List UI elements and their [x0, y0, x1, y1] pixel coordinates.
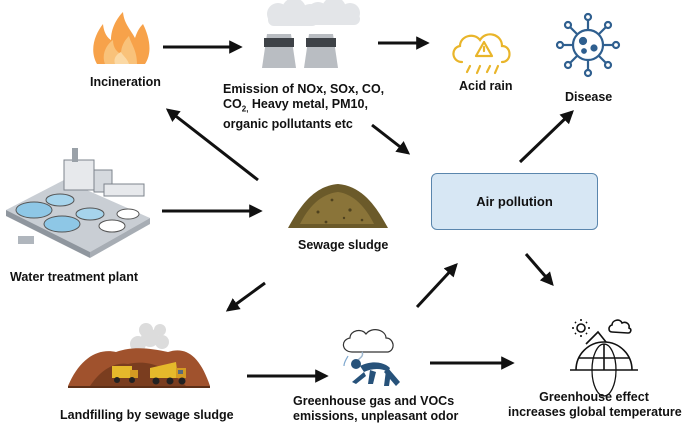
arrow-greenhouse-gas-to-air-pollution — [415, 263, 458, 309]
emission-line-3: organic pollutants etc — [223, 116, 353, 131]
fire-icon — [93, 12, 150, 64]
greenhouse-gas-label: Greenhouse gas and VOCs emissions, unple… — [293, 394, 459, 424]
arrow-sludge-to-incineration — [165, 108, 259, 182]
landfilling-label: Landfilling by sewage sludge — [60, 408, 234, 422]
landfill-truck-icon — [68, 323, 210, 388]
emission-line-1: Emission of NOx, SOx, CO, — [223, 82, 385, 96]
greenhouse-gas-line-2: emissions, unpleasant odor — [293, 409, 459, 423]
greenhouse-effect-label: Greenhouse effect increases global tempe… — [508, 390, 682, 420]
arrow-air-pollution-to-greenhouse-effect — [524, 253, 554, 287]
air-pollution-box: Air pollution — [431, 173, 598, 230]
arrow-sludge-to-landfill — [225, 281, 266, 312]
incineration-label: Incineration — [90, 75, 161, 89]
emission-label: Emission of NOx, SOx, CO, CO2, Heavy met… — [223, 82, 384, 132]
acid-rain-cloud-icon — [452, 33, 511, 75]
air-pollution-label: Air pollution — [476, 194, 553, 209]
factory-chimney-icon — [262, 0, 360, 68]
emission-line-2-rest: Heavy metal, PM10, — [248, 97, 368, 111]
water-treatment-plant-icon — [6, 148, 150, 258]
emission-line-2: CO2, Heavy metal, PM10, — [223, 97, 384, 117]
emission-co2: CO — [223, 97, 242, 111]
greenhouse-gas-line-1: Greenhouse gas and VOCs — [293, 394, 455, 408]
greenhouse-effect-line-1: Greenhouse effect — [539, 390, 649, 404]
virus-icon — [555, 12, 621, 78]
globe-sun-cloud-icon — [570, 319, 638, 397]
sewage-sludge-label: Sewage sludge — [298, 238, 389, 252]
arrow-air-pollution-to-disease — [518, 110, 574, 164]
emission-co2-subscript: 2, — [241, 104, 249, 114]
water-treatment-plant-label: Water treatment plant — [10, 270, 139, 284]
acid-rain-label: Acid rain — [459, 79, 513, 93]
arrow-emission-to-air-pollution — [371, 123, 411, 155]
greenhouse-effect-line-2: increases global temperature — [508, 405, 682, 419]
soil-pile-icon — [288, 184, 388, 228]
disease-label: Disease — [565, 90, 613, 104]
sick-person-smog-icon — [342, 329, 400, 386]
